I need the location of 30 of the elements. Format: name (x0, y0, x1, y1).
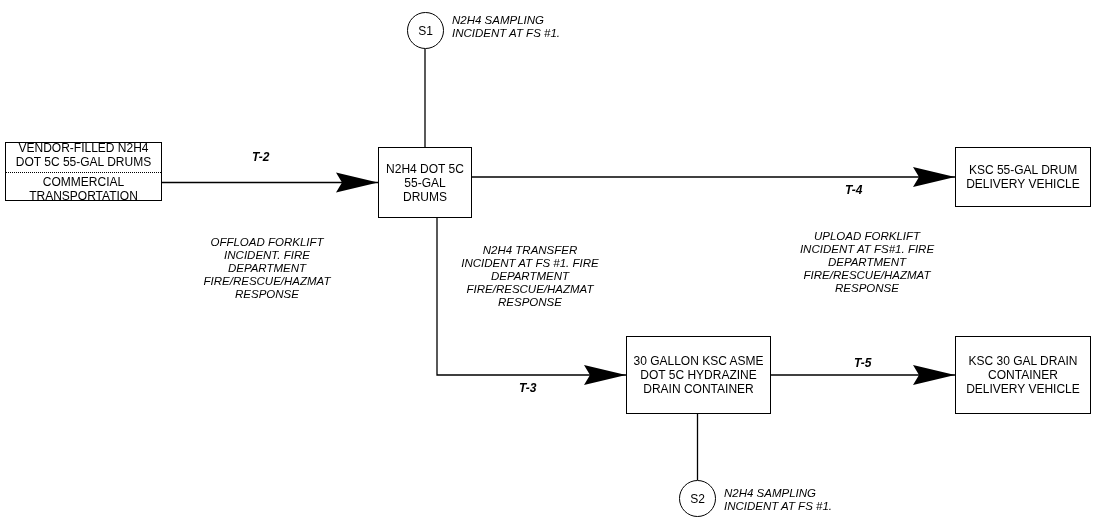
edge-label: T-3 (517, 381, 539, 395)
node-text: 30 GALLON KSC ASME DOT 5C HYDRAZINE DRAIN CONTAINER (632, 353, 765, 398)
node-text: COMMERCIAL TRANSPORTATION (28, 173, 139, 205)
edge-label: T-2 (250, 150, 272, 164)
node-text: S2 (689, 490, 706, 508)
node-text: VENDOR-FILLED N2H4 DOT 5C 55-GAL DRUMS (6, 138, 161, 173)
node-text: KSC 55-GAL DRUM DELIVERY VEHICLE (965, 162, 1081, 193)
incident-note: N2H4 SAMPLING INCIDENT AT FS #1. (724, 487, 833, 513)
edge-label: T-4 (843, 183, 865, 197)
incident-note: N2H4 TRANSFER INCIDENT AT FS #1. FIRE DEPARTMENT FIRE/RESCUE/HAZMAT RESPONSE (460, 244, 600, 309)
flow-arrow (436, 217, 627, 385)
flow-arrow (770, 365, 956, 385)
node-text: KSC 30 GAL DRAIN CONTAINER DELIVERY VEHICLE (965, 353, 1081, 398)
connector-line (696, 413, 699, 481)
node-text: N2H4 DOT 5C 55-GAL DRUMS (385, 160, 465, 206)
process-box (626, 336, 771, 414)
node-text: S1 (417, 22, 434, 40)
incident-note: OFFLOAD FORKLIFT INCIDENT. FIRE DEPARTMENT FIRE/RESCUE/HAZMAT RESPONSE (202, 236, 332, 301)
process-box (955, 336, 1091, 414)
process-box (5, 142, 162, 201)
flow-arrow (161, 172, 379, 193)
process-box (955, 147, 1091, 207)
connector-line (424, 48, 426, 148)
sampling-circle (679, 480, 716, 517)
sampling-circle (407, 12, 444, 49)
incident-note: N2H4 SAMPLING INCIDENT AT FS #1. (452, 14, 561, 40)
incident-note: UPLOAD FORKLIFT INCIDENT AT FS#1. FIRE DEPARTMENT FIRE/RESCUE/HAZMAT RESPONSE (798, 230, 936, 295)
edge-label: T-5 (852, 356, 874, 370)
flow-arrow (471, 167, 956, 187)
process-box (378, 147, 472, 218)
